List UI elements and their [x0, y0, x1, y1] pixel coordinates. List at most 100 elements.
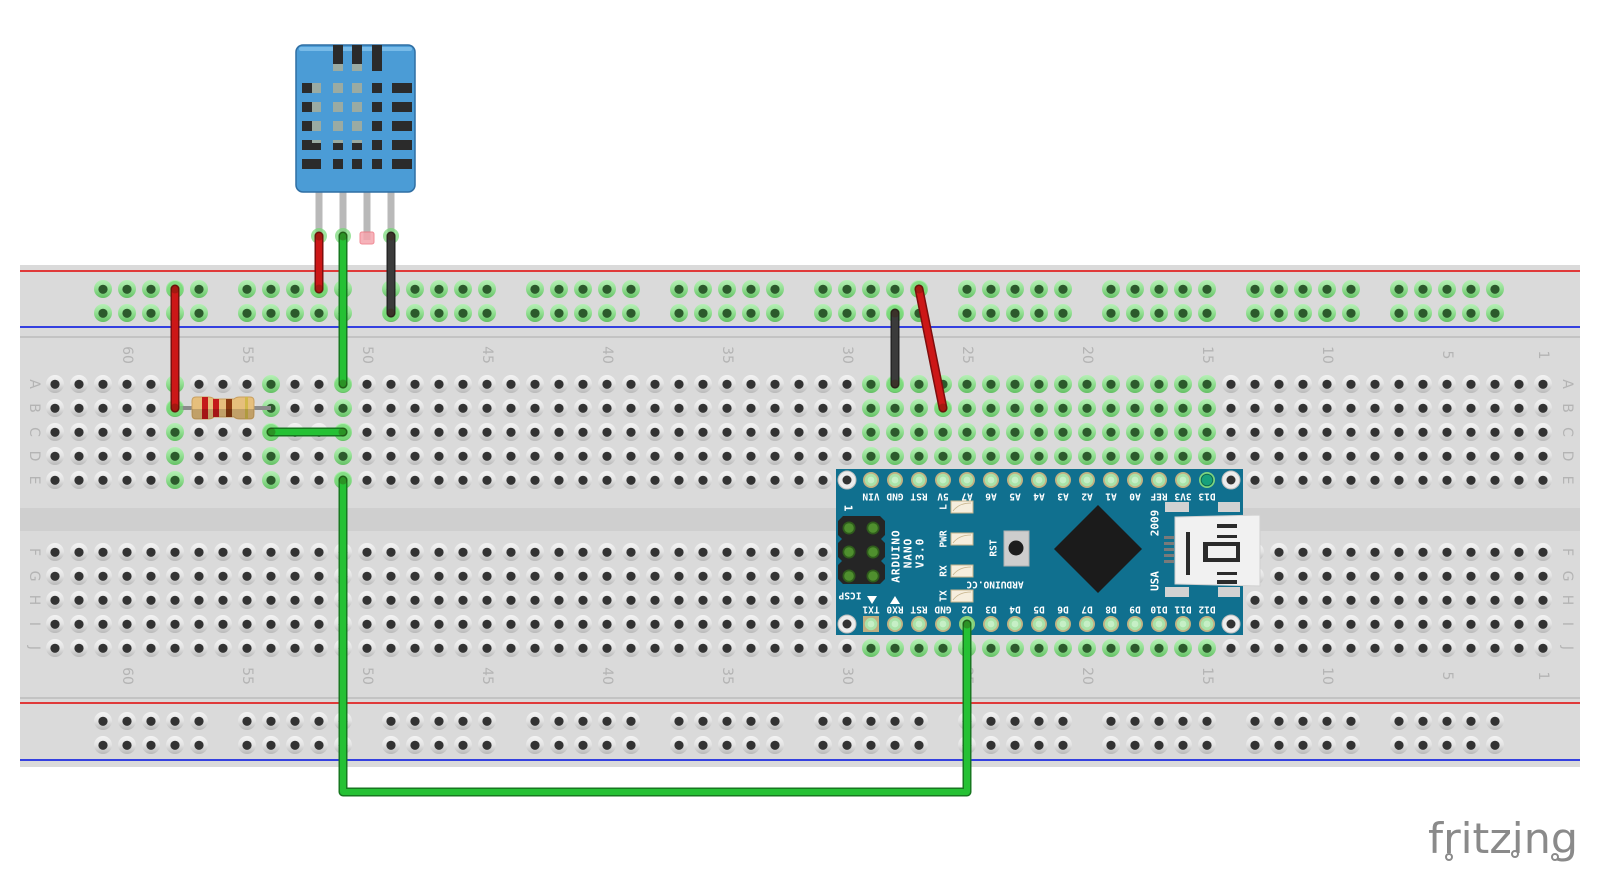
breadboard-hole-C13[interactable]	[1246, 423, 1264, 441]
breadboard-hole-H56[interactable]	[214, 591, 232, 609]
arduino-pin-a4[interactable]: A4	[1031, 472, 1047, 502]
rail-hole-top-2[interactable]	[310, 304, 328, 322]
breadboard-hole-A59[interactable]	[142, 375, 160, 393]
breadboard-hole-I63[interactable]	[46, 615, 64, 633]
breadboard-hole-G61[interactable]	[94, 567, 112, 585]
breadboard-hole-D12[interactable]	[1270, 447, 1288, 465]
breadboard-hole-C19[interactable]	[1102, 423, 1120, 441]
breadboard-hole-A39[interactable]	[622, 375, 640, 393]
breadboard-hole-I56[interactable]	[214, 615, 232, 633]
breadboard-hole-B37[interactable]	[670, 399, 688, 417]
arduino-pin-d9[interactable]: D9	[1127, 604, 1143, 633]
breadboard-hole-C20[interactable]	[1078, 423, 1096, 441]
breadboard-hole-A40[interactable]	[598, 375, 616, 393]
rail-hole-top-1[interactable]	[550, 280, 568, 298]
breadboard-hole-G2[interactable]	[1510, 567, 1528, 585]
rail-hole-bottom-1[interactable]	[286, 712, 304, 730]
rail-hole-top-1[interactable]	[718, 280, 736, 298]
breadboard-hole-F2[interactable]	[1510, 543, 1528, 561]
rail-hole-bottom-1[interactable]	[1102, 712, 1120, 730]
breadboard-hole-J11[interactable]	[1294, 639, 1312, 657]
breadboard-hole-E54[interactable]	[262, 471, 280, 489]
breadboard-hole-A54[interactable]	[262, 375, 280, 393]
breadboard-hole-F12[interactable]	[1270, 543, 1288, 561]
breadboard-hole-G3[interactable]	[1486, 567, 1504, 585]
wire-end[interactable]	[890, 308, 900, 318]
breadboard-hole-F31[interactable]	[814, 543, 832, 561]
breadboard-hole-D62[interactable]	[70, 447, 88, 465]
breadboard-hole-J28[interactable]	[886, 639, 904, 657]
breadboard-hole-F62[interactable]	[70, 543, 88, 561]
breadboard-hole-A31[interactable]	[814, 375, 832, 393]
breadboard-hole-D16[interactable]	[1174, 447, 1192, 465]
breadboard-hole-D63[interactable]	[46, 447, 64, 465]
breadboard-hole-D11[interactable]	[1294, 447, 1312, 465]
breadboard-hole-H53[interactable]	[286, 591, 304, 609]
breadboard-hole-E37[interactable]	[670, 471, 688, 489]
breadboard-hole-B28[interactable]	[886, 399, 904, 417]
rail-hole-bottom-1[interactable]	[1126, 712, 1144, 730]
breadboard-hole-D57[interactable]	[190, 447, 208, 465]
rail-hole-top-1[interactable]	[838, 280, 856, 298]
rail-hole-top-2[interactable]	[1390, 304, 1408, 322]
breadboard-hole-C43[interactable]	[526, 423, 544, 441]
rail-hole-top-1[interactable]	[694, 280, 712, 298]
rail-hole-top-2[interactable]	[958, 304, 976, 322]
rail-hole-bottom-2[interactable]	[1294, 736, 1312, 754]
breadboard-hole-C14[interactable]	[1222, 423, 1240, 441]
breadboard-hole-H37[interactable]	[670, 591, 688, 609]
breadboard-hole-A29[interactable]	[862, 375, 880, 393]
arduino-pin-a7[interactable]: A7	[959, 472, 975, 502]
breadboard-hole-I4[interactable]	[1462, 615, 1480, 633]
breadboard-holes[interactable]	[46, 280, 1552, 754]
breadboard-hole-I33[interactable]	[766, 615, 784, 633]
breadboard-hole-G56[interactable]	[214, 567, 232, 585]
wire-black-arduino-gnd[interactable]	[887, 305, 903, 392]
rail-hole-top-2[interactable]	[862, 304, 880, 322]
rail-hole-bottom-2[interactable]	[310, 736, 328, 754]
breadboard-hole-C12[interactable]	[1270, 423, 1288, 441]
breadboard-hole-B63[interactable]	[46, 399, 64, 417]
rail-hole-bottom-1[interactable]	[478, 712, 496, 730]
breadboard-hole-B1[interactable]	[1534, 399, 1552, 417]
breadboard-hole-D7[interactable]	[1390, 447, 1408, 465]
rail-hole-top-1[interactable]	[1030, 280, 1048, 298]
breadboard-hole-B45[interactable]	[478, 399, 496, 417]
rail-hole-bottom-2[interactable]	[1438, 736, 1456, 754]
breadboard-hole-J30[interactable]	[838, 639, 856, 657]
rail-hole-bottom-2[interactable]	[910, 736, 928, 754]
rail-hole-top-1[interactable]	[478, 280, 496, 298]
breadboard-hole-E44[interactable]	[502, 471, 520, 489]
breadboard-hole-E10[interactable]	[1318, 471, 1336, 489]
breadboard-hole-D10[interactable]	[1318, 447, 1336, 465]
rail-hole-top-1[interactable]	[1318, 280, 1336, 298]
breadboard-hole-G8[interactable]	[1366, 567, 1384, 585]
breadboard-hole-E43[interactable]	[526, 471, 544, 489]
breadboard-hole-J52[interactable]	[310, 639, 328, 657]
rail-hole-top-1[interactable]	[1342, 280, 1360, 298]
breadboard-hole-G44[interactable]	[502, 567, 520, 585]
rail-hole-top-1[interactable]	[1126, 280, 1144, 298]
breadboard-hole-A3[interactable]	[1486, 375, 1504, 393]
breadboard-hole-G52[interactable]	[310, 567, 328, 585]
breadboard-hole-A13[interactable]	[1246, 375, 1264, 393]
breadboard-hole-J39[interactable]	[622, 639, 640, 657]
breadboard-hole-J9[interactable]	[1342, 639, 1360, 657]
breadboard-hole-C63[interactable]	[46, 423, 64, 441]
breadboard-hole-F1[interactable]	[1534, 543, 1552, 561]
breadboard-hole-A38[interactable]	[646, 375, 664, 393]
rail-hole-bottom-1[interactable]	[1438, 712, 1456, 730]
breadboard-hole-C62[interactable]	[70, 423, 88, 441]
breadboard-hole-E42[interactable]	[550, 471, 568, 489]
breadboard-hole-B25[interactable]	[958, 399, 976, 417]
breadboard-hole-D54[interactable]	[262, 447, 280, 465]
breadboard-hole-C60[interactable]	[118, 423, 136, 441]
rail-hole-bottom-1[interactable]	[406, 712, 424, 730]
breadboard-hole-D43[interactable]	[526, 447, 544, 465]
rail-hole-bottom-2[interactable]	[574, 736, 592, 754]
breadboard-hole-C27[interactable]	[910, 423, 928, 441]
breadboard-hole-C59[interactable]	[142, 423, 160, 441]
breadboard-hole-F57[interactable]	[190, 543, 208, 561]
rail-hole-bottom-1[interactable]	[598, 712, 616, 730]
breadboard-hole-A33[interactable]	[766, 375, 784, 393]
